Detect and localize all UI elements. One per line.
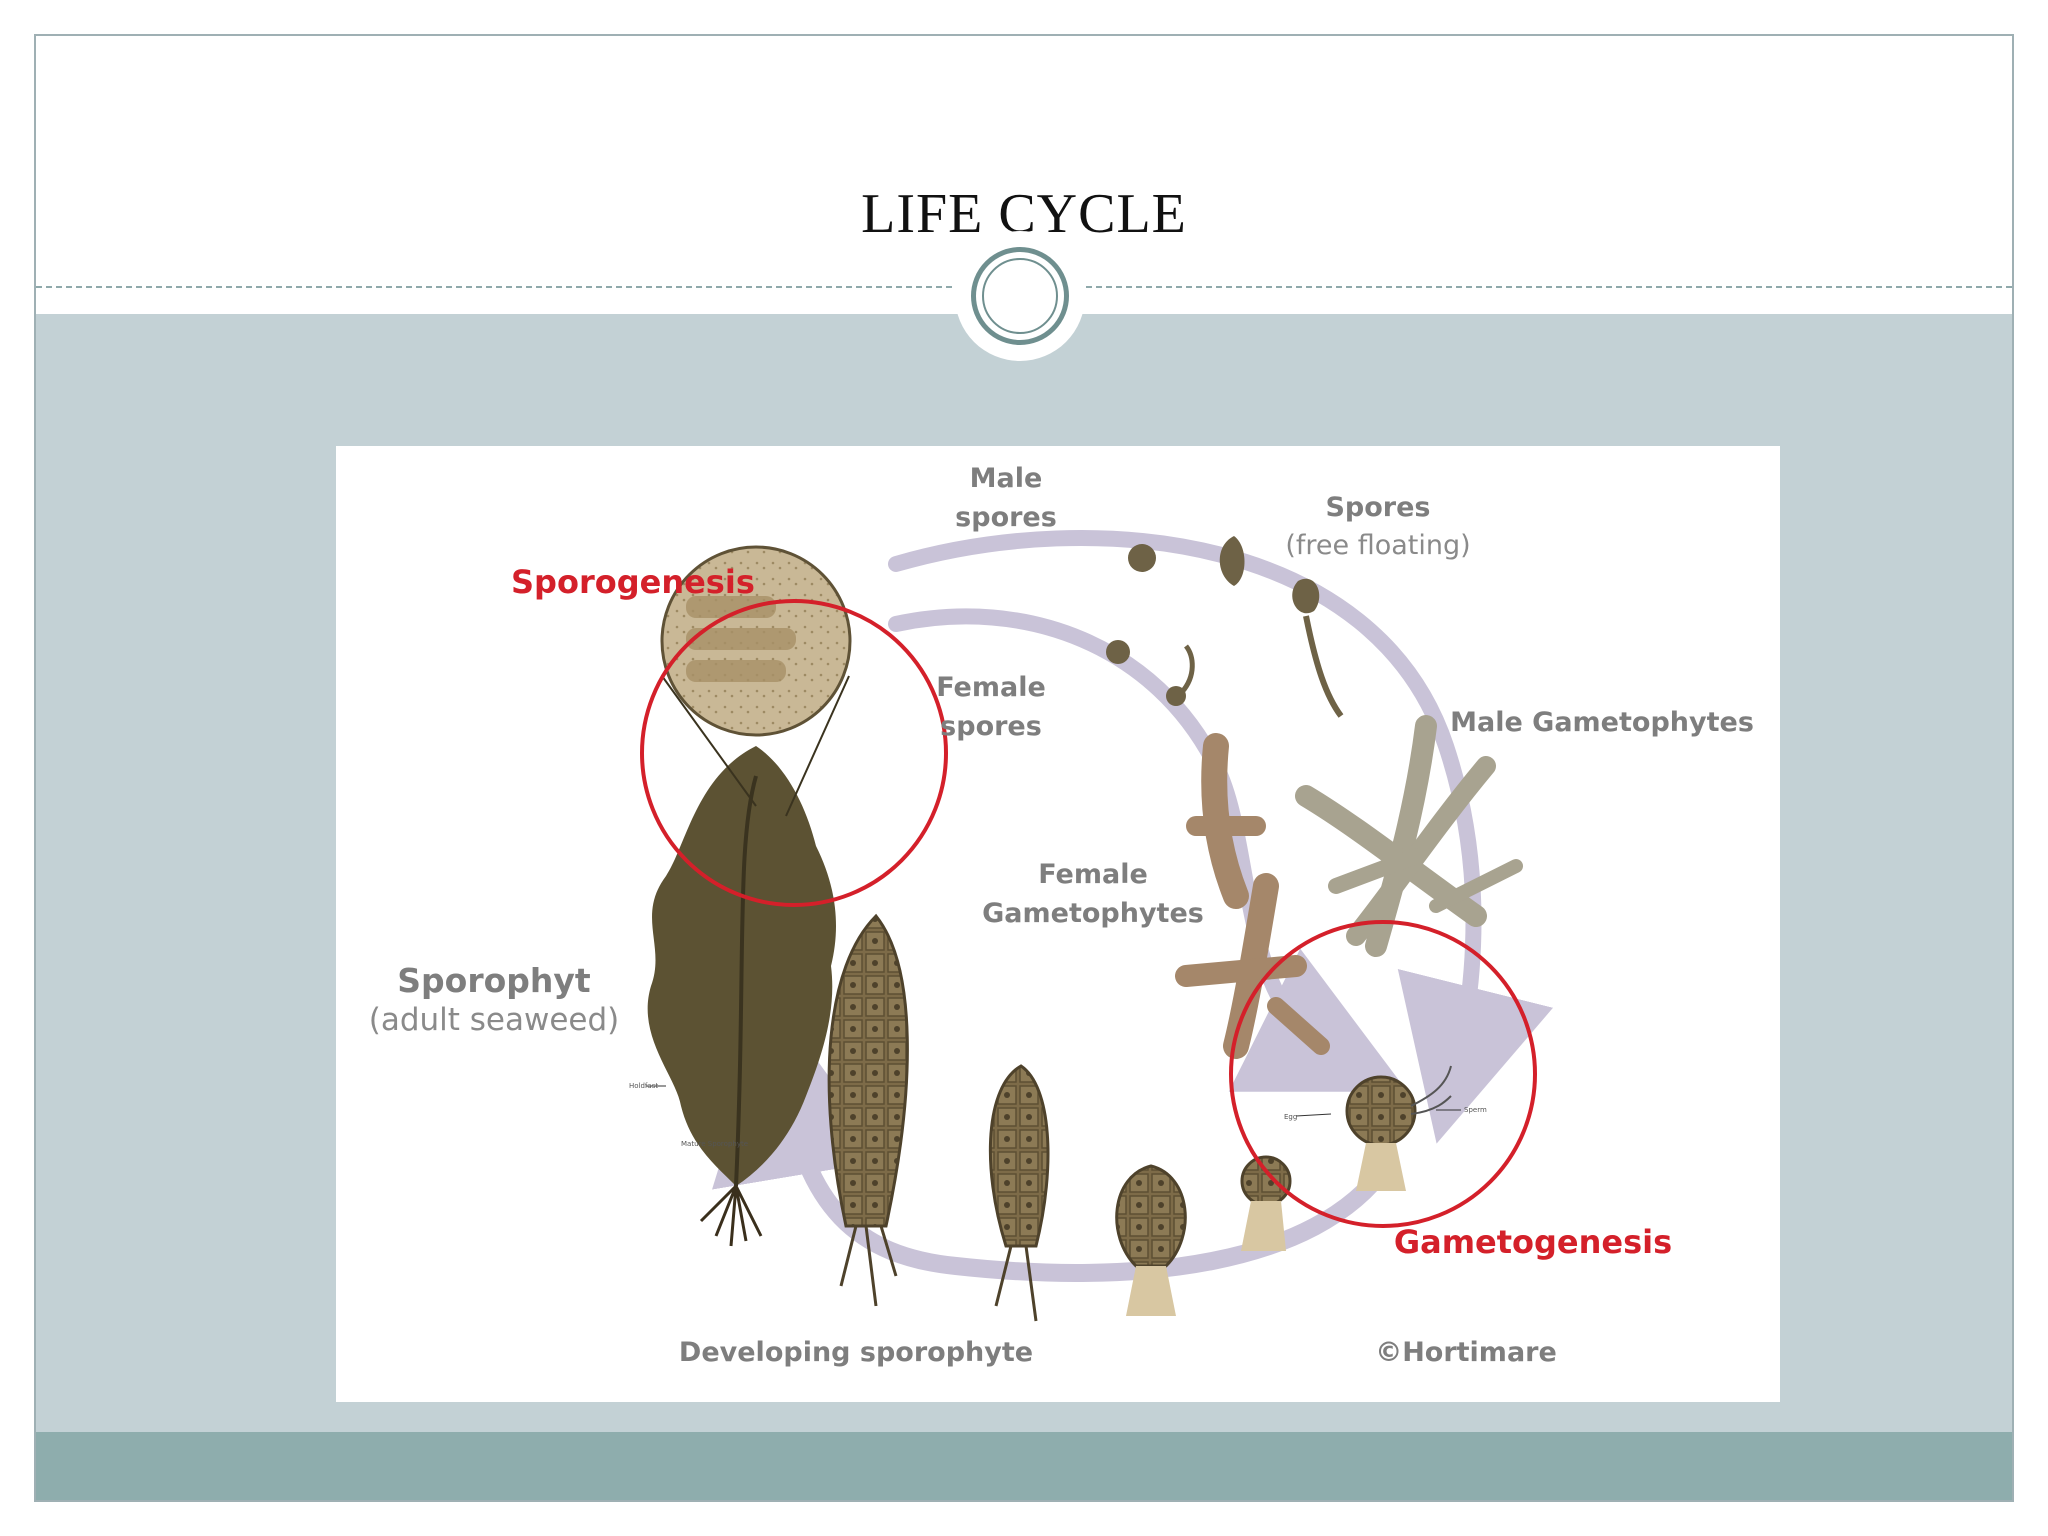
- life-cycle-figure: Holdfast Mature Sporophyte: [336, 446, 1780, 1402]
- life-cycle-diagram: Holdfast Mature Sporophyte: [369, 463, 1754, 1368]
- female-spores-label-line1: Female: [936, 672, 1046, 703]
- spores-label-line2: (free floating): [1285, 530, 1470, 561]
- sporophyte-illustration: Holdfast Mature Sporophyte: [629, 746, 836, 1247]
- gametogenesis-label: Gametogenesis: [1394, 1223, 1672, 1261]
- fertilization-illustration: Egg Sperm: [1284, 1065, 1487, 1191]
- female-gametophytes-label-line2: Gametophytes: [982, 898, 1204, 929]
- sporophyt-label-line2: (adult seaweed): [369, 1002, 620, 1038]
- spores-label-line1: Spores: [1325, 492, 1430, 523]
- male-gametophytes-label: Male Gametophytes: [1450, 707, 1754, 738]
- male-spores-label-line2: spores: [955, 502, 1057, 533]
- sporophyt-label-line1: Sporophyt: [397, 961, 591, 1000]
- egg-label: Egg: [1284, 1113, 1297, 1121]
- holdfast-label: Holdfast: [629, 1082, 658, 1090]
- male-gametophytes-illustration: [1295, 715, 1523, 957]
- copyright-label: ©Hortimare: [1375, 1337, 1557, 1368]
- developing-sporophyte-label: Developing sporophyte: [679, 1337, 1033, 1368]
- male-spores-label-line1: Male: [970, 463, 1043, 494]
- lower-cycle-arrow: [712, 997, 1395, 1282]
- divider-ornament-circle-icon: [971, 247, 1069, 345]
- footer-band: [36, 1432, 2012, 1500]
- female-spores-label-line2: spores: [940, 711, 1042, 742]
- sporogenesis-label: Sporogenesis: [511, 563, 755, 601]
- sori-magnified-illustration: [660, 545, 852, 817]
- developing-sporophyte-illustration: [827, 913, 1292, 1322]
- sporogenesis-highlight-circle: [640, 599, 948, 907]
- spores-illustration: [1106, 536, 1344, 718]
- gametogenesis-highlight-circle: [1229, 920, 1537, 1228]
- mature-sporophyte-label: Mature Sporophyte: [681, 1140, 748, 1148]
- sperm-label: Sperm: [1464, 1106, 1487, 1114]
- female-gametophytes-label-line1: Female: [1038, 859, 1148, 890]
- outer-cycle-arrow: [888, 530, 1554, 1144]
- female-gametophytes-illustration: [1175, 733, 1330, 1059]
- slide: LIFE CYCLE: [34, 34, 2014, 1502]
